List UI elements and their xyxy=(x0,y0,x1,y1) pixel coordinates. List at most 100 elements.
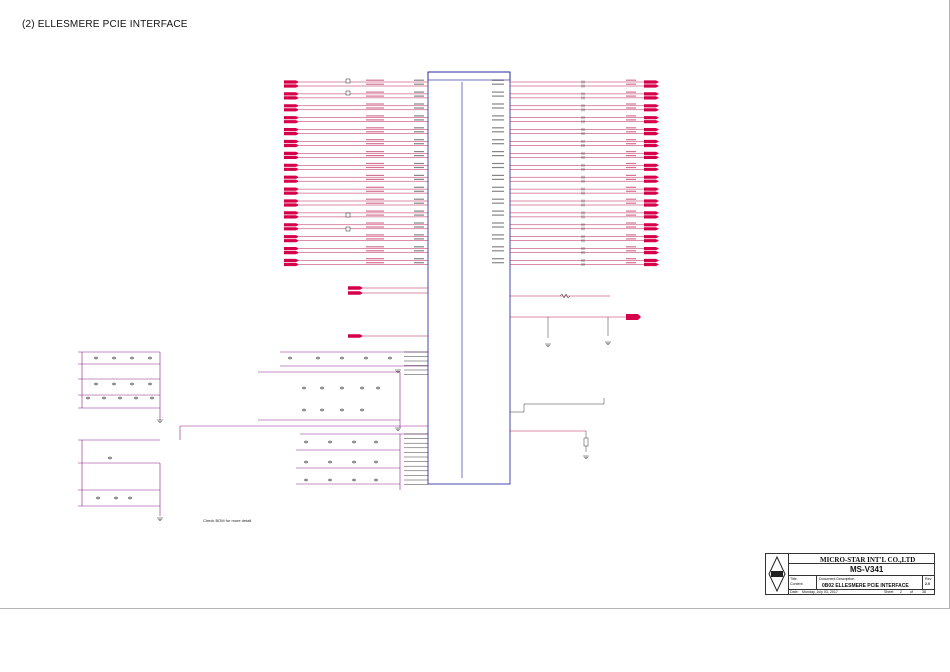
pin-label xyxy=(414,79,424,81)
net-label xyxy=(366,238,384,240)
pin-label xyxy=(414,210,424,212)
left-connector xyxy=(284,215,299,219)
date-value: Monday, July 03, 2017 xyxy=(802,590,838,594)
net-label xyxy=(626,214,636,216)
net-label xyxy=(366,178,384,180)
net-label xyxy=(366,95,384,97)
net-label xyxy=(626,155,636,157)
net-label xyxy=(626,198,636,200)
net-label xyxy=(366,258,384,260)
left-connector xyxy=(284,211,299,215)
net-label xyxy=(366,155,384,157)
pin-label xyxy=(414,222,424,224)
left-connector xyxy=(284,151,299,155)
net-label xyxy=(626,143,636,145)
pin-label xyxy=(414,226,424,228)
left-connector xyxy=(284,104,299,108)
rev-label: Rev xyxy=(925,577,932,581)
pin-label xyxy=(414,103,424,105)
net-label xyxy=(626,151,636,153)
pin-label xyxy=(414,258,424,260)
net-label xyxy=(626,162,636,165)
net-label xyxy=(626,174,636,176)
pin-label xyxy=(492,174,504,176)
right-connector xyxy=(644,187,659,191)
net-label xyxy=(366,202,384,204)
net-label xyxy=(626,238,636,240)
pin-label xyxy=(492,103,504,105)
left-connector xyxy=(284,143,299,148)
net-label xyxy=(626,186,636,188)
net-label xyxy=(366,119,384,121)
coupling-cap-symbol xyxy=(345,78,351,84)
net-label xyxy=(626,166,636,169)
net-label xyxy=(626,139,636,141)
date-label: Date: xyxy=(790,590,799,594)
pin-label xyxy=(414,186,424,188)
pin-label xyxy=(492,162,504,165)
left-connector xyxy=(284,239,299,243)
net-label xyxy=(366,262,384,264)
bom-note: Check BOM for more detail xyxy=(203,518,252,523)
right-connector xyxy=(644,120,659,124)
right-connector xyxy=(644,199,659,203)
right-connector xyxy=(644,92,659,96)
page-title: (2) ELLESMERE PCIE INTERFACE xyxy=(22,19,188,30)
left-connector xyxy=(284,199,299,203)
sheet-total: 38 xyxy=(922,590,926,594)
net-label xyxy=(626,210,636,212)
pin-label xyxy=(492,115,504,117)
net-label xyxy=(366,174,384,176)
rev-value: 2.0 xyxy=(925,582,930,586)
pin-label xyxy=(414,214,424,216)
company-name: MICRO-STAR INT'L CO.,LTD xyxy=(820,556,916,564)
net-label xyxy=(626,234,636,236)
pin-label xyxy=(414,162,424,165)
clock-connector xyxy=(348,291,363,295)
left-connector xyxy=(284,155,299,159)
msi-logo-icon xyxy=(768,556,786,592)
pin-label xyxy=(492,202,504,204)
pin-label xyxy=(414,246,424,248)
pin-label xyxy=(492,222,504,224)
model-number: MS-V341 xyxy=(850,565,884,574)
pin-label xyxy=(492,178,504,180)
right-connector xyxy=(644,203,659,207)
pin-label xyxy=(492,83,504,85)
right-connector xyxy=(644,262,659,267)
left-connector xyxy=(284,116,299,120)
net-label xyxy=(626,91,636,93)
pin-label xyxy=(492,238,504,240)
pin-label xyxy=(492,198,504,200)
right-connector xyxy=(644,143,659,148)
right-connector xyxy=(644,116,659,120)
resistor-symbol xyxy=(559,293,571,299)
pin-label xyxy=(492,262,504,264)
net-label xyxy=(366,143,384,145)
pin-label xyxy=(414,83,424,85)
left-connector xyxy=(284,84,299,88)
left-connector xyxy=(284,92,299,96)
left-connector xyxy=(284,132,299,136)
right-connector xyxy=(644,179,659,183)
left-connector xyxy=(284,187,299,191)
ic-header xyxy=(427,71,511,81)
left-connector xyxy=(284,108,299,112)
right-connector xyxy=(644,167,659,171)
pin-label xyxy=(414,202,424,204)
pin-label xyxy=(414,139,424,141)
pin-label xyxy=(414,107,424,109)
pin-label xyxy=(414,238,424,240)
pin-label xyxy=(492,143,504,145)
clock-connector xyxy=(348,286,363,290)
left-connector xyxy=(284,139,299,144)
right-connector xyxy=(644,139,659,144)
right-connector xyxy=(644,80,659,84)
net-label xyxy=(366,107,384,109)
left-connector xyxy=(284,262,299,267)
pin-label xyxy=(492,131,504,133)
coupling-cap-symbol xyxy=(345,90,351,96)
content-label: Content xyxy=(790,582,803,586)
right-connector xyxy=(644,191,659,195)
